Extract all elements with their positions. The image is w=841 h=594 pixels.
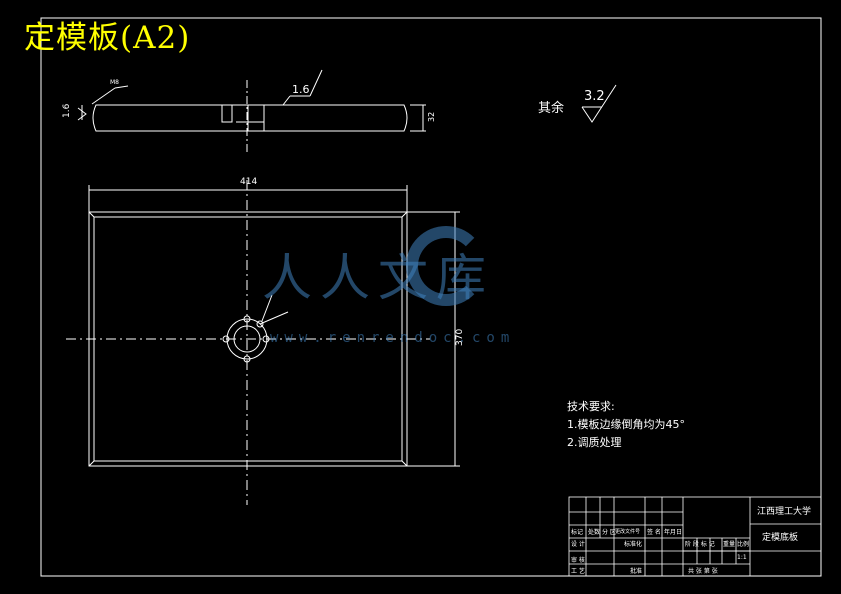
- title-block-university: 江西理工大学: [757, 507, 812, 517]
- title-block-stage-label: 阶 段 标 记: [685, 541, 715, 548]
- outer-frame: [40, 17, 822, 577]
- surface-finish-prefix: 其余: [538, 101, 565, 116]
- title-block-weight-label: 重量: [723, 541, 736, 548]
- title-block-approve: 批准: [630, 568, 643, 575]
- title-block-process: 工 艺: [571, 568, 585, 575]
- title-block-row-label-1: 标记: [571, 529, 584, 536]
- technical-requirements: 技术要求: 1.模板边缘倒角均为45° 2.调质处理: [567, 398, 685, 452]
- side-view-chamfer-label: 1.6: [62, 103, 72, 118]
- tech-requirements-heading: 技术要求:: [567, 400, 615, 413]
- title-block-row-label-3: 分 区: [602, 529, 616, 536]
- side-view-thickness-label: 32: [427, 111, 436, 122]
- title-block-row-label-5: 签 名: [647, 529, 661, 536]
- title-block-row-label-2: 处数: [588, 529, 601, 536]
- title-block-standard: 标准化: [624, 541, 643, 548]
- side-view-thread-label: M8: [110, 79, 119, 86]
- title-block-part-name: 定模底板: [762, 533, 799, 543]
- side-view-roughness-label: 1.6: [292, 83, 310, 96]
- title-block-scale-label: 比例: [737, 541, 750, 548]
- surface-finish-symbol: [581, 84, 617, 123]
- top-view-height-dim: 370: [455, 328, 465, 346]
- side-view: [77, 69, 426, 152]
- title-block-review: 审 核: [571, 557, 585, 564]
- tech-requirement-1: 1.模板边缘倒角均为45°: [567, 418, 685, 431]
- tech-requirement-2: 2.调质处理: [567, 436, 622, 449]
- title-block-design: 设 计: [571, 541, 585, 548]
- title-block-row-label-4: 更改文件号: [615, 529, 641, 535]
- drawing-title: 定模板(A2): [24, 20, 191, 56]
- title-block-grid: [568, 496, 822, 577]
- surface-finish-value: 3.2: [584, 89, 605, 104]
- top-view: [66, 180, 460, 505]
- title-block-sheet-label: 共 张 第 张: [688, 568, 718, 575]
- top-view-width-dim: 414: [240, 177, 258, 187]
- watermark-url: www.renrendoc.com: [270, 330, 516, 346]
- title-block-row-label-6: 年月日: [664, 529, 683, 536]
- title-block-scale-value: 1:1: [737, 554, 747, 561]
- watermark-text: 人人文库: [262, 249, 494, 307]
